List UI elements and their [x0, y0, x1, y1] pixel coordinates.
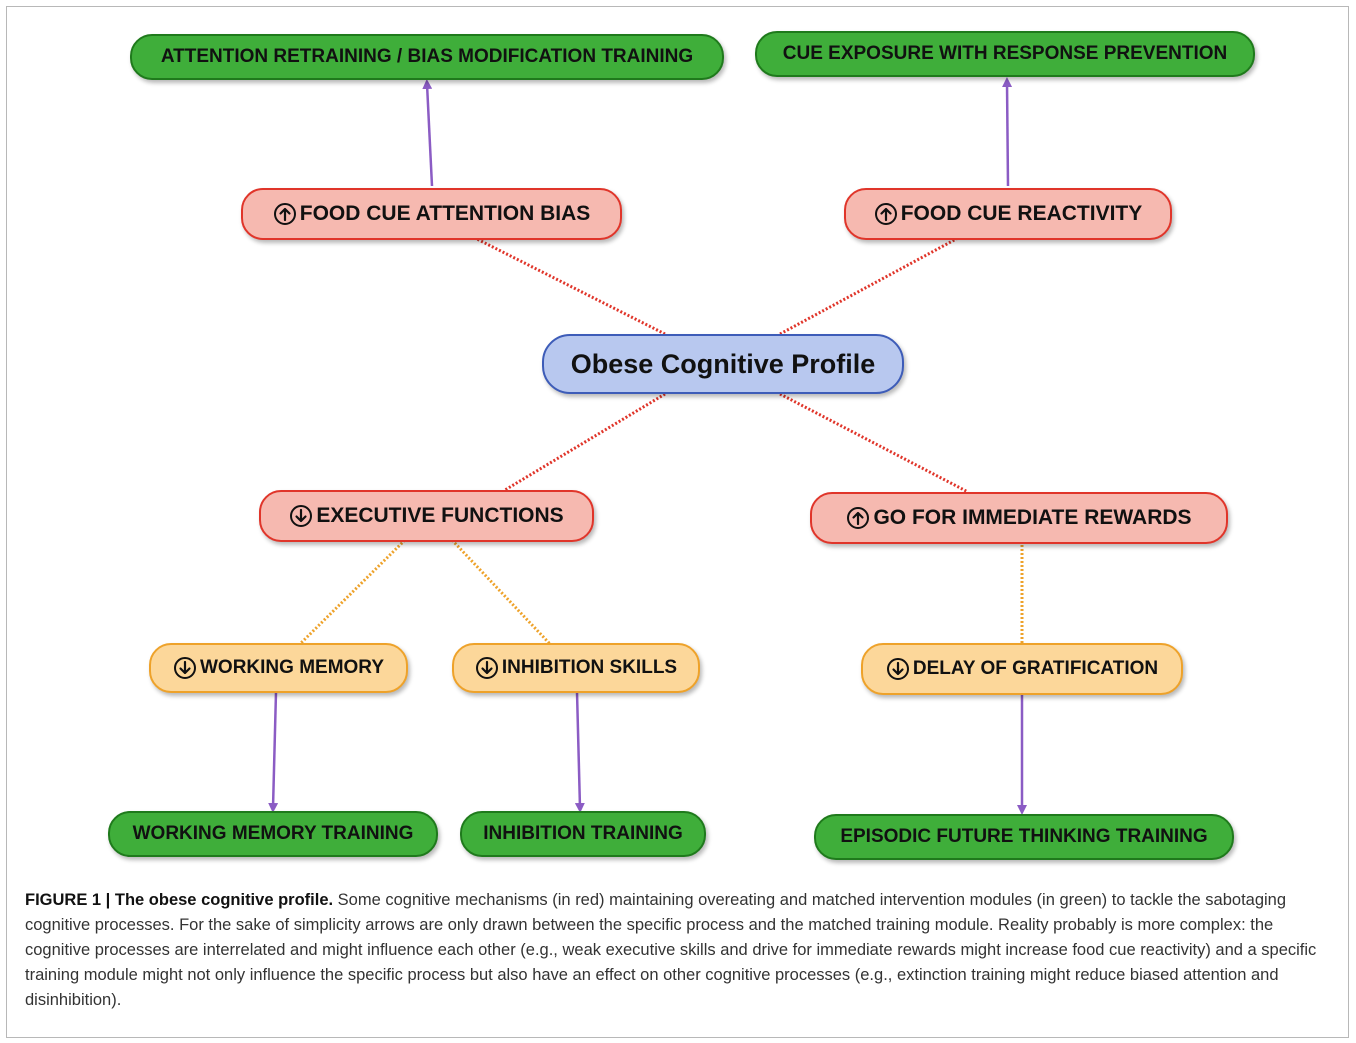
- training-inhibition: INHIBITION TRAINING: [460, 811, 706, 857]
- node-obese-cognitive-profile: Obese Cognitive Profile: [542, 334, 904, 394]
- training-episodic-future-thinking-label: EPISODIC FUTURE THINKING TRAINING: [840, 826, 1208, 847]
- link-center-reactivity: [779, 236, 959, 336]
- figure-caption-label: FIGURE 1 | The obese cognitive profile.: [25, 891, 334, 909]
- training-attention-retraining-label: ATTENTION RETRAINING / BIAS MODIFICATION…: [160, 46, 694, 67]
- figure-caption: FIGURE 1 | The obese cognitive profile. …: [25, 888, 1325, 1013]
- node-delay-of-gratification: DELAY OF GRATIFICATION: [861, 643, 1183, 695]
- training-cue-exposure: CUE EXPOSURE WITH RESPONSE PREVENTION: [755, 31, 1255, 77]
- node-food-cue-reactivity: FOOD CUE REACTIVITY: [844, 188, 1172, 240]
- link-center-executive: [504, 392, 666, 492]
- figure-caption-text: Some cognitive mechanisms (in red) maint…: [25, 891, 1317, 1009]
- figure-frame: [6, 6, 1349, 1038]
- node-working-memory-label: WORKING MEMORY: [199, 657, 384, 678]
- link-executive-inhibition: [450, 538, 552, 646]
- training-episodic-future-thinking: EPISODIC FUTURE THINKING TRAINING: [814, 814, 1234, 860]
- down-arrow-icon: [475, 656, 499, 680]
- node-working-memory: WORKING MEMORY: [149, 643, 408, 693]
- diagram-connectors: [268, 77, 1027, 815]
- node-go-for-immediate-rewards: GO FOR IMMEDIATE REWARDS: [810, 492, 1228, 544]
- down-arrow-icon: [886, 657, 910, 681]
- training-attention-retraining: ATTENTION RETRAINING / BIAS MODIFICATION…: [130, 34, 724, 80]
- node-executive-functions-label: EXECUTIVE FUNCTIONS: [316, 504, 564, 527]
- link-executive-working-memory: [298, 538, 407, 646]
- link-center-attention-bias: [474, 236, 666, 336]
- down-arrow-icon: [173, 656, 197, 680]
- training-working-memory: WORKING MEMORY TRAINING: [108, 811, 438, 857]
- arrow-working-memory-to-training: [268, 691, 279, 813]
- node-food-cue-reactivity-label: FOOD CUE REACTIVITY: [900, 202, 1143, 225]
- node-delay-of-gratification-label: DELAY OF GRATIFICATION: [912, 658, 1159, 679]
- arrow-attention-bias-to-training: [422, 79, 434, 187]
- down-arrow-icon: [289, 504, 313, 528]
- training-inhibition-label: INHIBITION TRAINING: [483, 823, 683, 844]
- link-center-rewards: [779, 392, 969, 494]
- arrow-reactivity-to-training: [1002, 77, 1013, 187]
- node-food-cue-attention-bias: FOOD CUE ATTENTION BIAS: [241, 188, 622, 240]
- node-obese-cognitive-profile-label: Obese Cognitive Profile: [570, 348, 876, 379]
- node-food-cue-attention-bias-label: FOOD CUE ATTENTION BIAS: [299, 202, 591, 225]
- up-arrow-icon: [846, 506, 870, 530]
- training-cue-exposure-label: CUE EXPOSURE WITH RESPONSE PREVENTION: [782, 43, 1228, 64]
- arrow-inhibition-to-training: [574, 691, 585, 813]
- node-inhibition-skills: INHIBITION SKILLS: [452, 643, 700, 693]
- training-working-memory-label: WORKING MEMORY TRAINING: [132, 823, 414, 844]
- node-executive-functions: EXECUTIVE FUNCTIONS: [259, 490, 594, 542]
- node-inhibition-skills-label: INHIBITION SKILLS: [501, 657, 678, 678]
- up-arrow-icon: [874, 202, 898, 226]
- node-go-for-immediate-rewards-label: GO FOR IMMEDIATE REWARDS: [873, 506, 1192, 529]
- up-arrow-icon: [273, 202, 297, 226]
